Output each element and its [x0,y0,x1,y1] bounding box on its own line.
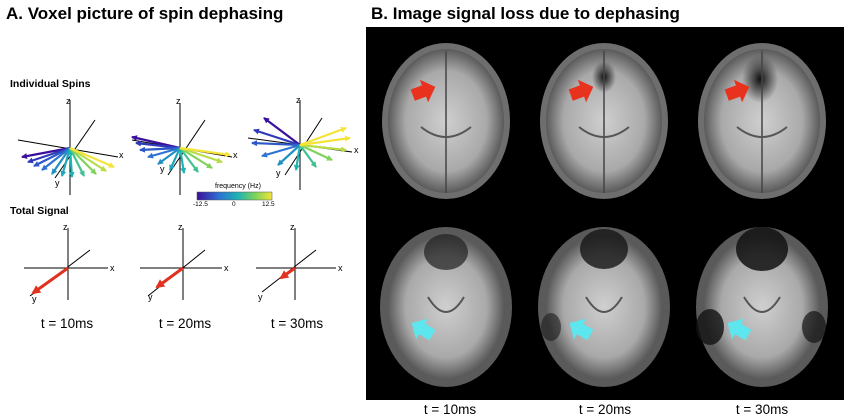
axis-x-label: x [354,145,359,155]
colorbar-title: frequency (Hz) [215,183,261,190]
spin-diagrams: z x y z x y [17,95,359,304]
axis-z-label: z [296,95,301,105]
red-arrow-icon [724,79,750,103]
mri-bottom-3 [696,227,828,387]
axis-z-label: z [176,96,181,106]
colorbar-tick-mid: 0 [232,201,236,208]
axis-x-label: x [233,150,238,160]
mri-bottom-2 [538,227,670,387]
total-signal-label: Total Signal [10,205,69,217]
axis-y-label: y [160,164,165,174]
total-signal-vector-2 [155,266,184,289]
mri-image-panel [366,27,844,400]
total-signal-diagram-2: z x y [140,222,229,302]
panel-b-title: B. Image signal loss due to dephasing [371,4,680,23]
cyan-arrow-icon [727,318,752,341]
cyan-arrow-icon [569,318,594,341]
spin-vectors-3 [251,117,351,171]
axis-y-label: y [148,292,153,302]
axis-z-label: z [63,222,68,232]
axes-ts-3 [256,228,336,300]
mri-top-1 [382,43,510,199]
individual-spins-diagram-3: z x y [247,95,359,190]
axis-y-label: y [55,178,60,188]
red-arrows [410,79,750,103]
individual-spins-label: Individual Spins [10,78,91,90]
axis-x-label: x [224,263,229,273]
panel-b-time-label-3: t = 30ms [735,402,789,417]
spin-vectors-1 [21,146,115,178]
mri-grid [380,43,828,387]
total-signal-vector-1 [31,266,69,295]
panel-b-time-label-1: t = 10ms [423,402,477,417]
axis-x-label: x [338,263,343,273]
colorbar-tick-min: -12.5 [193,201,208,208]
axis-z-label: z [66,96,71,106]
axis-x-label: x [119,150,124,160]
frequency-colorbar [196,191,273,201]
individual-spins-diagram-2: z x y [131,96,238,195]
total-signal-vector-3 [279,266,296,280]
panel-a-time-label-2: t = 20ms [158,316,212,331]
colorbar-tick-max: 12.5 [262,201,275,208]
mri-bottom-1 [380,227,512,387]
panel-a-title: A. Voxel picture of spin dephasing [6,4,284,23]
axis-y-label: y [32,294,37,304]
cyan-arrow-icon [411,318,436,341]
panel-b-time-label-2: t = 20ms [578,402,632,417]
colorbar-gradient [196,191,273,201]
axis-x-label: x [110,263,115,273]
axes-ts-2 [140,228,222,300]
total-signal-diagram-3: z x y [256,222,343,302]
red-arrow-icon [410,79,436,103]
axis-z-label: z [290,222,295,232]
mri-top-3 [698,43,826,199]
axis-z-label: z [178,222,183,232]
individual-spins-diagram-1: z x y [17,96,124,195]
panel-a-time-label-1: t = 10ms [40,316,94,331]
total-signal-diagram-1: z x y [24,222,115,304]
spin-vectors-2 [131,135,231,174]
mri-top-2 [540,43,668,199]
red-arrow-icon [568,79,594,103]
panel-a-time-label-3: t = 30ms [270,316,324,331]
axis-y-label: y [258,292,263,302]
axis-y-label: y [276,168,281,178]
cyan-arrows [411,318,752,341]
